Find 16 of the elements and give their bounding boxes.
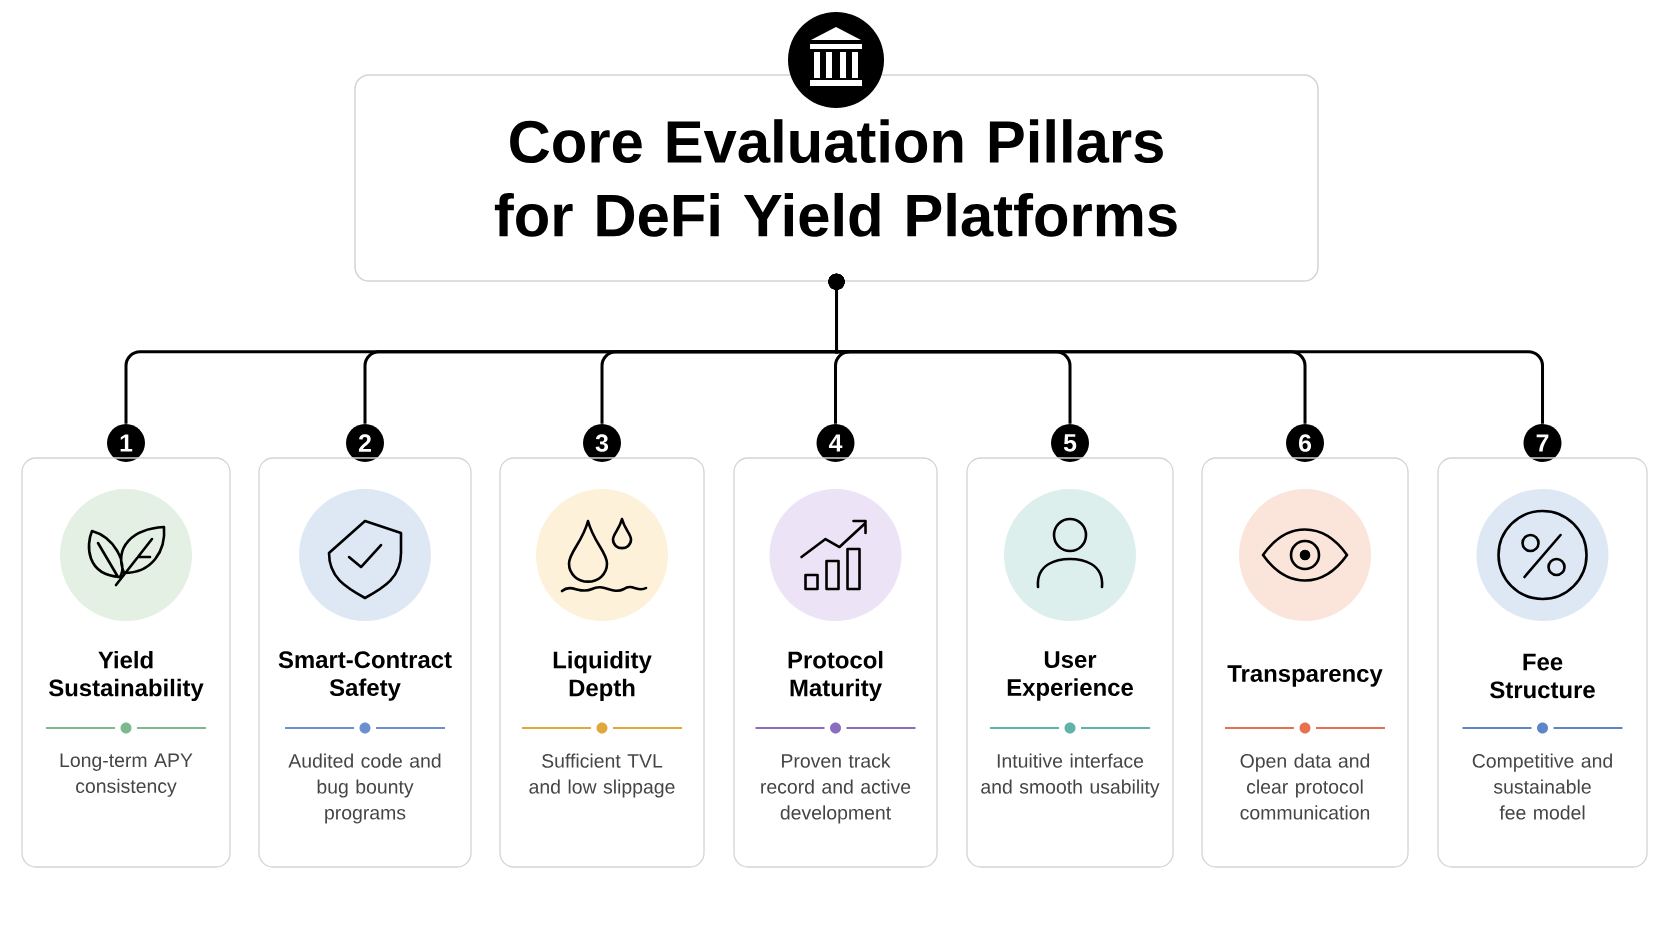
pillar-card: Yield Sustainability Long-term APY consistency [21, 457, 231, 868]
number-badge: 7 [1523, 424, 1562, 462]
pillar-card: Liquidity Depth Sufficient TVL and low slippage [499, 457, 705, 868]
number-badge: 6 [1286, 424, 1324, 462]
number-badge: 1 [107, 424, 145, 462]
number-badge: 5 [1051, 424, 1089, 462]
number-badge: 3 [583, 424, 621, 462]
title-box: Core Evaluation Pillars for DeFi Yield Platforms [354, 74, 1319, 282]
pillar-card: Fee Structure Competitive and sustainable fee model [1437, 457, 1648, 868]
pillar-card: Protocol Maturity Proven track record and active development [733, 457, 938, 868]
number-badge: 4 [816, 424, 855, 462]
connector-line [828, 273, 1544, 424]
pillar-card: Transparency Open data and clear protocol communication [1201, 457, 1409, 868]
pillar-card: Smart-Contract Safety Audited code and bug bounty programs [258, 457, 472, 868]
number-badge: 2 [346, 424, 384, 462]
pillar-card: User Experience Intuitive interface and smooth usability [966, 457, 1174, 868]
